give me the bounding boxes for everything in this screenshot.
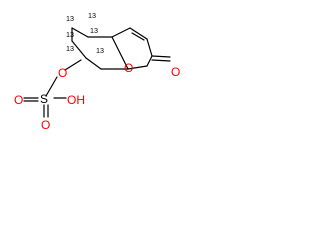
bond-c7-c6 <box>71 40 87 59</box>
oxygen-sulfonyl-left: O <box>14 93 23 107</box>
bond-c8-c7 <box>85 57 102 70</box>
molecule-svg: 13 13 13 13 13 13 O O O O O S OH <box>14 11 180 132</box>
bond-c2-c1 <box>146 38 153 57</box>
bond-c3-c2-double <box>131 32 145 41</box>
isotope-label: 13 <box>66 30 74 39</box>
oxygen-linker: O <box>58 66 67 80</box>
isotope-label: 13 <box>96 46 104 55</box>
bond-c3-c2 <box>129 27 148 40</box>
oxygen-ring: O <box>124 61 133 75</box>
sulfur-atom: S <box>40 92 48 106</box>
bond-o1-c8a <box>127 65 148 70</box>
bond-c8a-c4a <box>111 36 129 70</box>
molecule-structure: 13 13 13 13 13 13 O O O O O S OH <box>0 0 198 138</box>
bond-c7-o2 <box>64 59 82 71</box>
bond-c5-c4 <box>71 27 89 38</box>
bond-o2-s <box>45 76 58 97</box>
isotope-label: 13 <box>90 26 98 35</box>
atom-label-group: 13 13 13 13 13 13 O O O O O S OH <box>14 11 180 132</box>
oxygen-sulfonyl-bottom: O <box>41 118 50 132</box>
oxygen-carbonyl: O <box>171 65 180 79</box>
isotope-label: 13 <box>88 11 96 20</box>
isotope-label: 13 <box>66 14 74 23</box>
bond-group <box>23 27 171 118</box>
isotope-label: 13 <box>66 44 74 53</box>
bond-c1-o-double-b <box>151 59 171 62</box>
bond-c4a-c3 <box>111 27 131 38</box>
bond-c1-o-double-a <box>151 55 171 58</box>
bond-c1-o1 <box>146 55 153 67</box>
hydroxyl-group: OH <box>67 93 85 107</box>
